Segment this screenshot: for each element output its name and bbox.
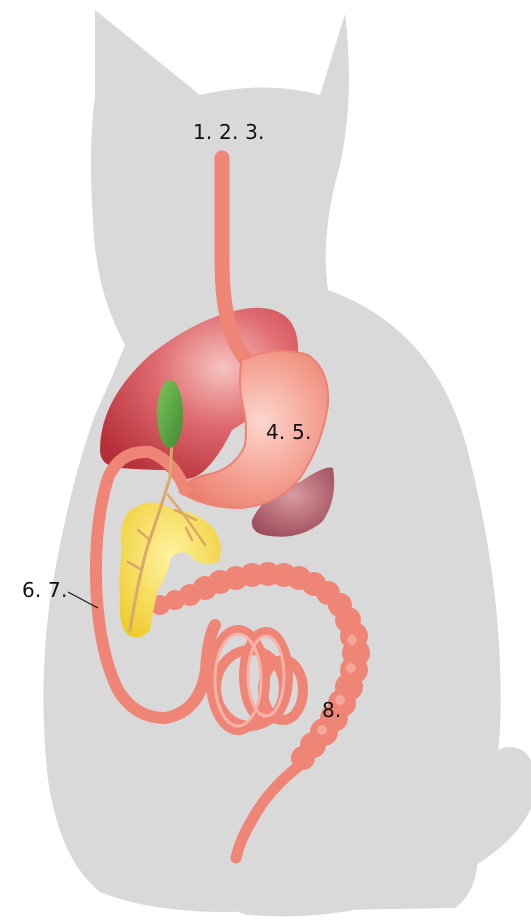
label-esophagus: 1. 2. 3. <box>193 122 265 142</box>
label-small-intestine: 6. 7. <box>22 580 68 600</box>
gallbladder <box>157 380 183 448</box>
label-stomach: 4. 5. <box>266 422 312 442</box>
label-large-intestine: 8. <box>322 700 341 720</box>
